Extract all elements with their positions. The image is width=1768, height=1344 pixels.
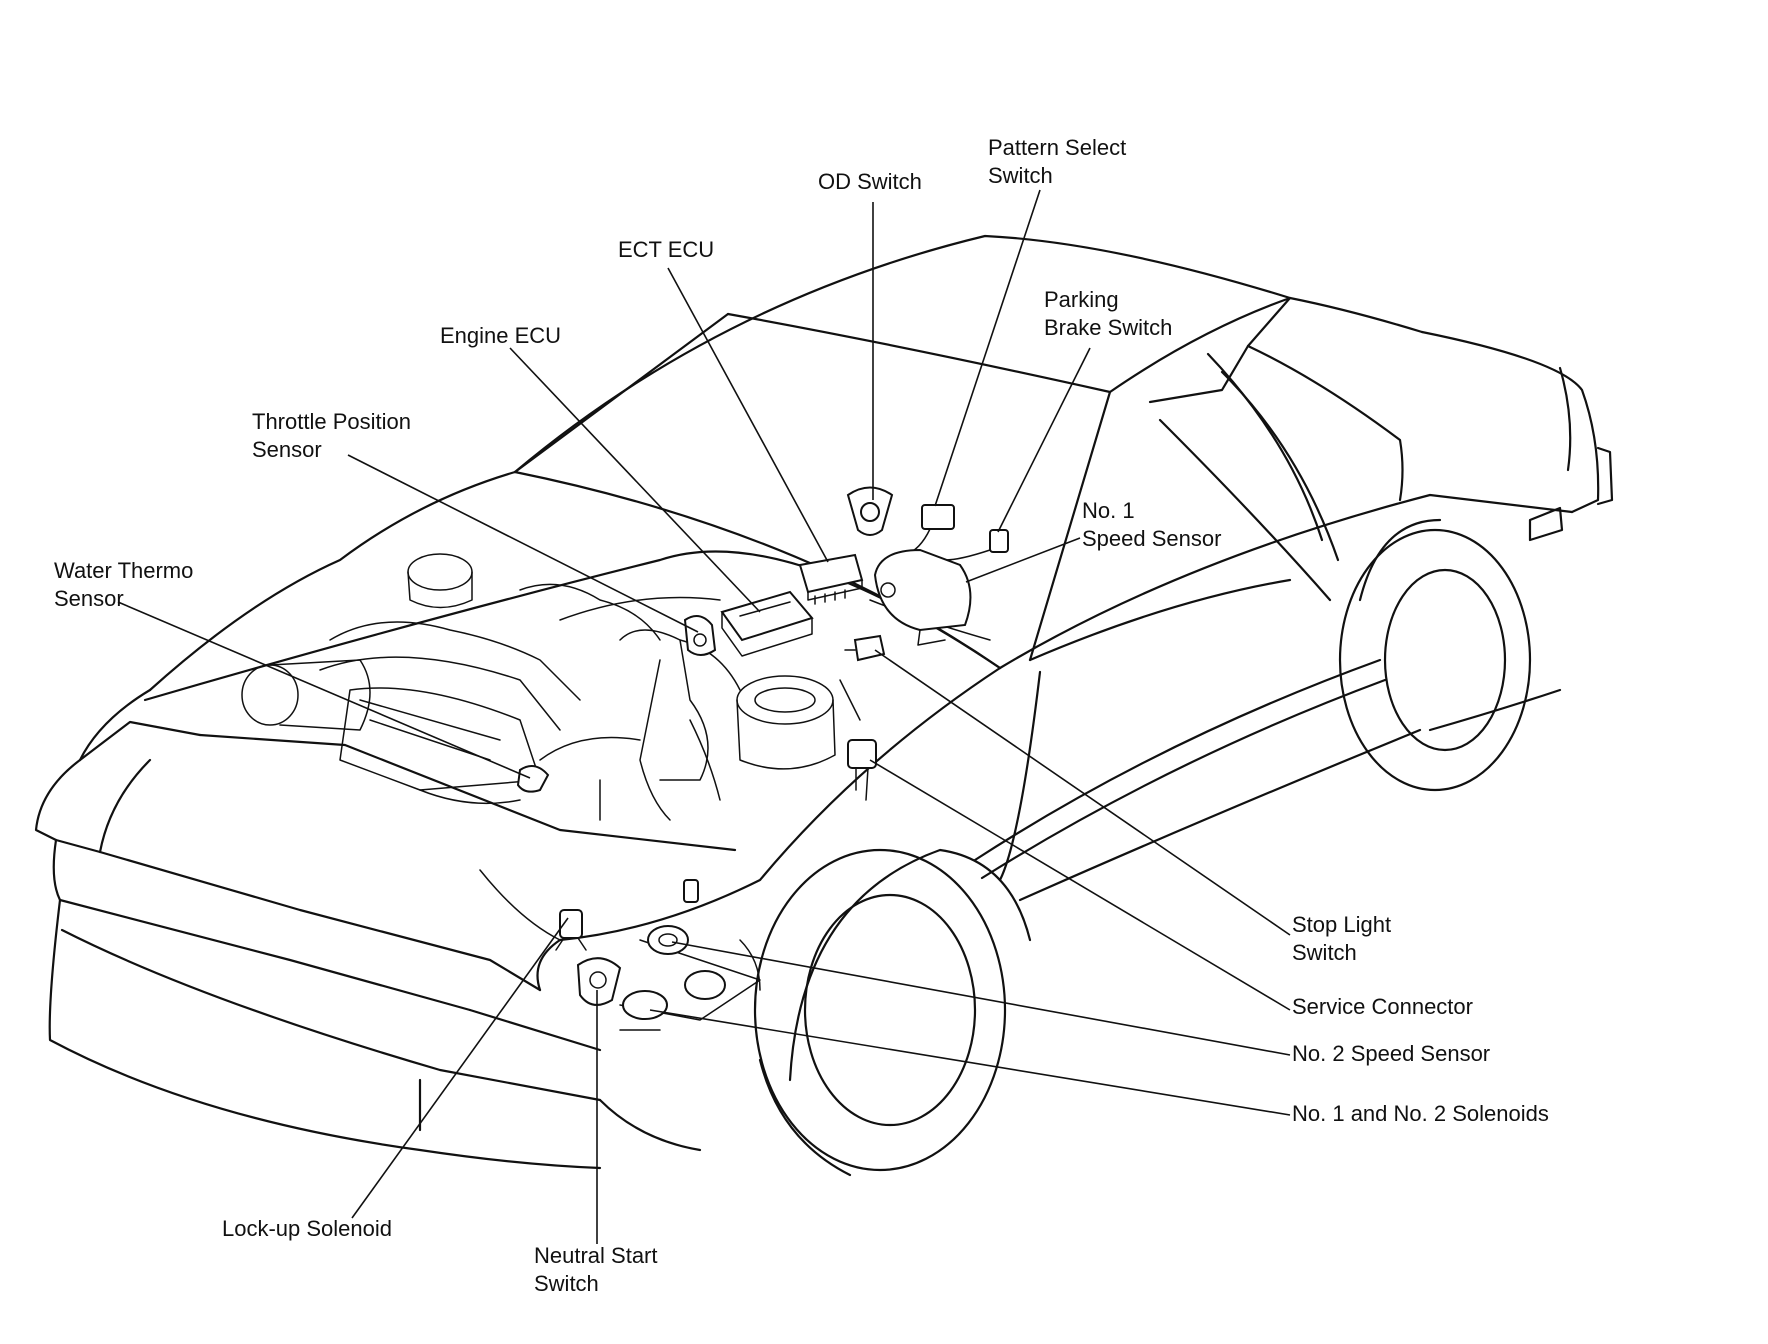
car-body — [34, 234, 1614, 1177]
no1-speed-sensor-part — [873, 548, 972, 646]
engine-ecu-part — [720, 590, 814, 657]
leader-water-thermo-sensor — [117, 601, 531, 779]
label-stop-light-switch: Stop Light Switch — [1292, 912, 1392, 965]
label-ect-ecu: ECT ECU — [618, 237, 715, 262]
label-lockup-solenoid: Lock-up Solenoid — [222, 1216, 393, 1241]
engine-bay — [241, 553, 991, 1021]
neutral-start-switch-part — [576, 957, 622, 1006]
ect-ecu-part — [798, 553, 864, 605]
label-pattern-select-switch: Pattern Select Switch — [988, 135, 1127, 188]
leader-lockup-solenoid — [351, 917, 569, 1219]
label-no2-speed-sensor: No. 2 Speed Sensor — [1292, 1041, 1491, 1066]
leader-engine-ecu — [509, 347, 761, 613]
no2-speed-sensor-part — [647, 879, 699, 955]
od-switch-part — [846, 486, 894, 536]
label-od-switch: OD Switch — [818, 169, 922, 194]
stop-light-switch-part — [844, 634, 886, 662]
label-neutral-start-switch: Neutral Start Switch — [534, 1243, 658, 1296]
leader-lines — [117, 189, 1291, 1244]
label-throttle-position-sensor: Throttle Position Sensor — [252, 409, 411, 462]
leader-ect-ecu — [667, 267, 829, 563]
leader-service-connector — [869, 759, 1291, 1011]
label-service-connector: Service Connector — [1292, 994, 1473, 1019]
label-no1-no2-solenoids: No. 1 and No. 2 Solenoids — [1292, 1101, 1549, 1126]
leader-no2-speed-sensor — [671, 941, 1291, 1056]
lockup-solenoid-part — [555, 909, 587, 951]
parking-brake-switch-part — [944, 529, 1009, 561]
leader-no1-speed-sensor — [965, 537, 1081, 583]
leader-pattern-select-switch — [934, 189, 1041, 507]
label-water-thermo-sensor: Water Thermo Sensor — [54, 558, 194, 611]
leader-solenoids — [649, 1009, 1291, 1116]
label-no1-speed-sensor: No. 1 Speed Sensor — [1082, 498, 1222, 551]
label-parking-brake-switch: Parking Brake Switch — [1044, 287, 1173, 340]
leader-throttle-position-sensor — [347, 454, 699, 633]
throttle-position-sensor-part — [683, 615, 717, 656]
solenoids-part — [619, 970, 726, 1031]
service-connector-part — [847, 739, 877, 801]
label-engine-ecu: Engine ECU — [440, 323, 562, 348]
water-thermo-sensor-part — [516, 765, 550, 793]
leader-stop-light-switch — [874, 649, 1291, 936]
leader-parking-brake-switch — [997, 347, 1091, 533]
